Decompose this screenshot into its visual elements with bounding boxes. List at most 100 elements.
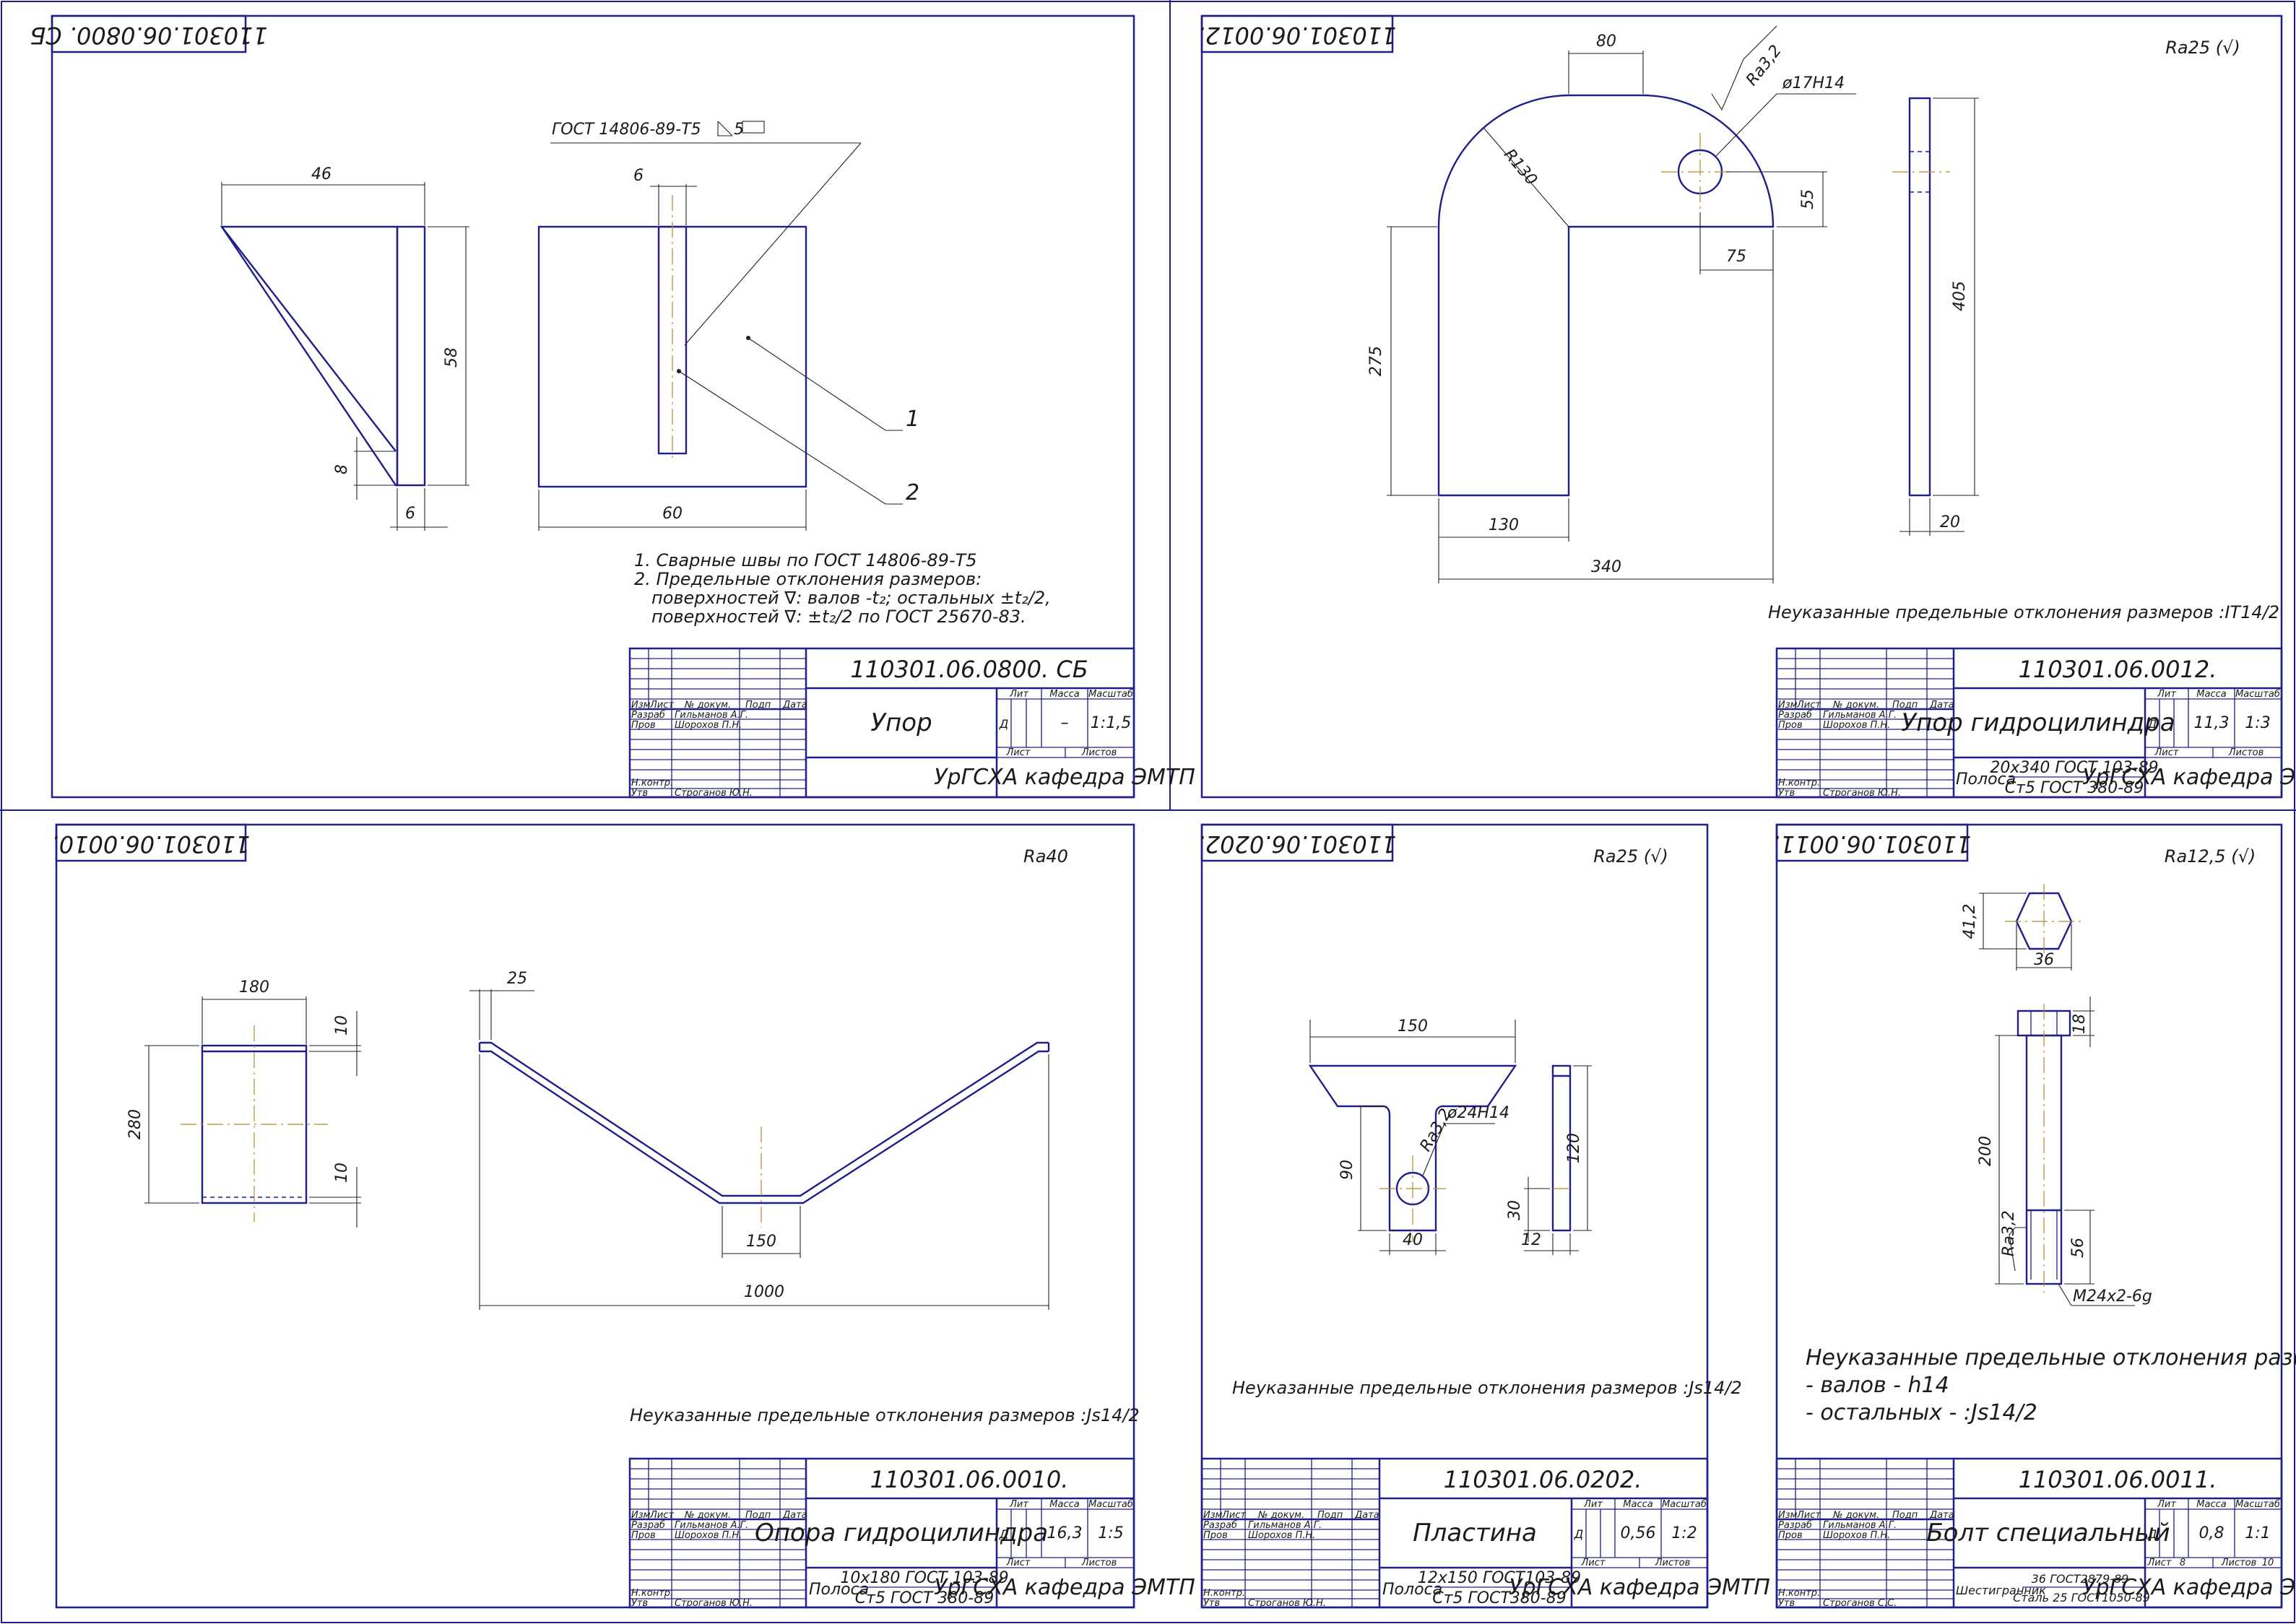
svg-text:Шорохов П.Н.: Шорохов П.Н. [1248, 1530, 1315, 1541]
svg-text:Утв: Утв [631, 1598, 648, 1609]
dim-56: 56 [2069, 1238, 2087, 1258]
sheet-4-note: Неуказанные предельные отклонения размер… [1232, 1378, 1742, 1398]
sheet-2-stamp: 110301.06.0012. [1198, 22, 1397, 49]
sheet-1-stamp: 110301.06.0800. СБ [30, 22, 267, 49]
dim-8: 8 [333, 464, 351, 474]
sheet-4-name: Пластина [1413, 1519, 1537, 1547]
svg-text:Д: Д [2147, 1527, 2157, 1541]
sheet-3-scale: 1:5 [1098, 1524, 1123, 1542]
svg-text:Масса: Масса [1623, 1499, 1652, 1510]
svg-text:Шорохов П.Н.: Шорохов П.Н. [675, 720, 742, 731]
dim-r130: R130 [1500, 146, 1541, 189]
sheet-3-mass: 16,3 [1047, 1524, 1083, 1542]
stop-plate-side [1908, 97, 1931, 497]
dim-46: 46 [311, 165, 332, 183]
svg-text:Д: Д [999, 1527, 1009, 1541]
dim-10-bottom: 10 [333, 1163, 351, 1183]
sheet-5-stamp: 110301.06.0011. [1773, 830, 1972, 858]
dim-150: 150 [1398, 1017, 1428, 1035]
sheet-4-roughness: Ra25 (√) [1593, 846, 1668, 867]
dim-75: 75 [1726, 248, 1746, 266]
position-2: 2 [906, 480, 919, 505]
svg-text:Утв: Утв [1778, 788, 1795, 799]
svg-text:Лит: Лит [1009, 1499, 1028, 1510]
stop-plate-outline [1437, 94, 1775, 497]
svg-text:Дата: Дата [1929, 700, 1954, 711]
sheet-3-stamp: 110301.06.0010. [52, 830, 251, 858]
svg-text:Подп: Подп [745, 700, 771, 711]
sheet-1: 110301.06.0800. СБ 46 58 8 6 6 60 ГОСТ 1… [30, 14, 1195, 799]
svg-text:Н.контр.: Н.контр. [631, 778, 673, 789]
sheet-2-material-prefix: Полоса [1956, 770, 2016, 789]
svg-text:Гильманов А.Г.: Гильманов А.Г. [1823, 1520, 1897, 1531]
sheet-5: 110301.06.0011. Ra12,5 (√) 41,2 36 18 20… [1773, 823, 2296, 1609]
svg-text:Масштаб: Масштаб [1088, 1499, 1133, 1510]
svg-text:Утв: Утв [1778, 1598, 1795, 1609]
sheet-5-sheet-no: 8 [2180, 1558, 2185, 1568]
svg-text:Изм: Изм [631, 700, 651, 711]
svg-text:Лит: Лит [1583, 1499, 1603, 1510]
support-profile-top [480, 1041, 1049, 1197]
svg-text:Утв: Утв [631, 788, 648, 799]
svg-text:Подп: Подп [745, 1510, 771, 1521]
dim-36: 36 [2034, 951, 2054, 969]
svg-text:Листов: Листов [1655, 1558, 1691, 1568]
sheet-4: 110301.06.0202. Ra25 (√) 150 90 40 ø24H1… [1198, 823, 1770, 1609]
svg-text:Масштаб: Масштаб [2235, 1499, 2280, 1510]
sheet-4-material-bottom: Ст5 ГОСТ380-89 [1432, 1589, 1566, 1607]
svg-text:Листов: Листов [2228, 747, 2264, 758]
svg-text:Лист: Лист [649, 700, 674, 711]
support-profile-bottom [480, 1050, 1049, 1204]
svg-text:Разраб: Разраб [1203, 1520, 1237, 1531]
sheet-1-scale: 1:1,5 [1091, 714, 1131, 732]
dim-120: 120 [1565, 1133, 1583, 1163]
svg-text:Лист: Лист [1006, 747, 1031, 758]
sheet-1-frame [51, 14, 1135, 799]
svg-text:Масса: Масса [2196, 1499, 2226, 1510]
sheet-5-sheets-total: 10 [2262, 1558, 2274, 1568]
svg-text:Утв: Утв [1203, 1598, 1220, 1609]
dim-280: 280 [126, 1109, 144, 1139]
svg-text:Д: Д [1574, 1527, 1584, 1541]
dim-41-2: 41,2 [1961, 904, 1979, 939]
svg-text:Лист: Лист [2147, 1558, 2172, 1568]
dim-6-side: 6 [405, 505, 415, 523]
svg-text:Листов: Листов [1081, 747, 1117, 758]
sheet-1-code: 110301.06.0800. СБ [850, 656, 1088, 683]
sheet-5-note-2: - валов - h14 [1806, 1373, 1949, 1398]
sheet-3-material-top: 10x180 ГОСТ 103-89 [840, 1569, 1008, 1587]
sheet-5-title-block: 110301.06.0011. Болт специальный Д 0,8 1… [1775, 1457, 2296, 1609]
dim-60: 60 [662, 505, 683, 523]
weld-callout: ГОСТ 14806-89-Т5 [552, 121, 701, 139]
svg-text:Лит: Лит [2157, 1499, 2176, 1510]
sheet-2-code: 110301.06.0012. [2019, 656, 2217, 683]
upright-plate [396, 225, 426, 487]
dim-55: 55 [1799, 189, 1817, 209]
sheet-1-note-4: поверхностей ∇: ±t₂/2 по ГОСТ 25670-83. [651, 607, 1026, 627]
sheet-5-code: 110301.06.0011. [2019, 1466, 2217, 1493]
svg-text:Н.контр.: Н.контр. [631, 1588, 673, 1599]
sheet-4-material-top: 12x150 ГОСТ103-89 [1418, 1569, 1581, 1587]
svg-text:Изм: Изм [631, 1510, 651, 1521]
sheet-5-ra: Ra3,2 [2000, 1210, 2018, 1256]
svg-text:Пров: Пров [1203, 1530, 1228, 1541]
sheet-2-roughness: Ra25 (√) [2165, 38, 2240, 58]
svg-text:Подп: Подп [1317, 1510, 1343, 1521]
gusset-outline [220, 225, 399, 487]
sheet-4-scale: 1:2 [1671, 1524, 1697, 1542]
svg-text:Изм: Изм [1203, 1510, 1223, 1521]
sheet-1-note-2: 2. Предельные отклонения размеров: [634, 569, 982, 589]
dim-340: 340 [1591, 558, 1621, 576]
sheet-5-mass: 0,8 [2199, 1524, 2224, 1542]
sheet-2-name: Упор гидроцилиндра [1901, 708, 2175, 737]
dim-1000: 1000 [744, 1283, 784, 1301]
svg-text:Масса: Масса [1049, 1499, 1079, 1510]
sheet-2: 110301.06.0012. Ra25 (√) 80 R130 ø17H14 … [1198, 14, 2296, 799]
svg-text:Разраб: Разраб [1778, 1520, 1812, 1531]
svg-text:№ докум.: № докум. [684, 1510, 731, 1521]
dim-40: 40 [1403, 1231, 1423, 1249]
svg-text:Н.контр.: Н.контр. [1203, 1588, 1245, 1599]
sheet-3-material-prefix: Полоса [809, 1581, 869, 1599]
sheet-4-title-block: 110301.06.0202. Пластина Д 0,56 1:2 УрГС… [1200, 1457, 1770, 1609]
